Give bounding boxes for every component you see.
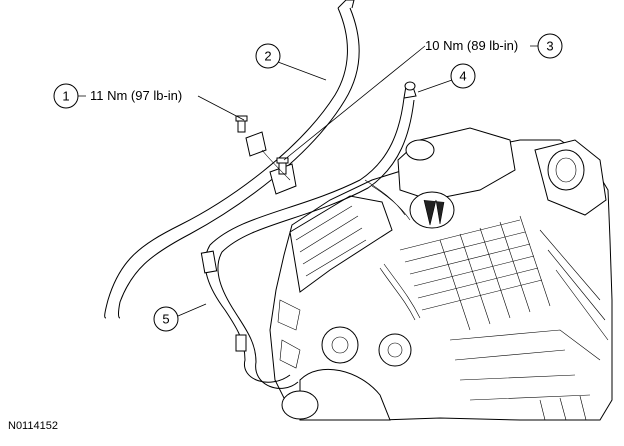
callout-3-torque: 10 Nm (89 lb-in) (425, 38, 518, 53)
callout-3-number: 3 (546, 39, 553, 54)
long-crankcase-vent-tube (104, 0, 360, 319)
pcv-tube (200, 81, 417, 389)
engine-assembly (269, 127, 613, 421)
callout-1: 1 11 Nm (97 lb-in) (53, 83, 245, 121)
callout-3: 3 10 Nm (89 lb-in) (283, 33, 563, 161)
callout-4-number: 4 (459, 69, 466, 84)
callout-2: 2 (255, 43, 327, 81)
callout-5-number: 5 (162, 312, 169, 327)
figure-id: N0114152 (8, 420, 58, 432)
callout-2-number: 2 (264, 49, 271, 64)
callout-4: 4 (417, 63, 476, 93)
bracket-fasteners (235, 115, 297, 195)
callout-5: 5 (153, 303, 207, 332)
callout-1-torque: 11 Nm (97 lb-in) (90, 88, 182, 103)
callout-1-number: 1 (62, 89, 69, 104)
